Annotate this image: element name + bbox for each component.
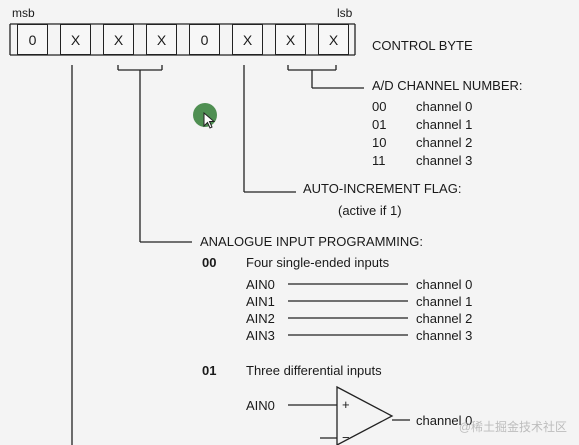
msb-label: msb	[12, 6, 35, 20]
analogue-title: ANALOGUE INPUT PROGRAMMING:	[200, 234, 423, 249]
mode00-desc: Four single-ended inputs	[246, 255, 390, 270]
ad-code-01: 01	[372, 117, 387, 132]
ain3-channel: channel 3	[416, 328, 473, 343]
ad-label-11: channel 3	[416, 153, 473, 168]
ain2-channel: channel 2	[416, 311, 473, 326]
opamp-plus: +	[342, 397, 350, 412]
opamp-minus: −	[342, 430, 350, 445]
control-byte-label: CONTROL BYTE	[372, 38, 473, 53]
ad-label-10: channel 2	[416, 135, 473, 150]
mouse-pointer-icon	[203, 112, 215, 129]
ad-code-00: 00	[372, 99, 387, 114]
diff-ain0-label: AIN0	[246, 398, 275, 413]
bit-7: 0	[17, 24, 48, 55]
ain0-label: AIN0	[246, 277, 275, 292]
opamp-triangle	[336, 385, 394, 445]
diff-channel-label: channel 0	[416, 413, 473, 428]
lsb-label: lsb	[337, 6, 353, 20]
bit-3: 0	[189, 24, 220, 55]
ad-channel-title: A/D CHANNEL NUMBER:	[372, 78, 523, 93]
ad-label-01: channel 1	[416, 117, 473, 132]
ad-code-10: 10	[372, 135, 387, 150]
autoinc-note: (active if 1)	[338, 203, 402, 218]
mode00-code: 00	[202, 255, 217, 270]
ad-label-00: channel 0	[416, 99, 473, 114]
watermark: @稀土掘金技术社区	[458, 420, 567, 434]
autoinc-title: AUTO-INCREMENT FLAG:	[303, 181, 462, 196]
mode01-desc: Three differential inputs	[246, 363, 382, 378]
ain0-channel: channel 0	[416, 277, 473, 292]
ain2-label: AIN2	[246, 311, 275, 326]
ain3-label: AIN3	[246, 328, 275, 343]
ain1-label: AIN1	[246, 294, 275, 309]
ad-code-11: 11	[372, 153, 386, 168]
mode01-code: 01	[202, 363, 217, 378]
bit-1: X	[275, 24, 306, 55]
ain1-channel: channel 1	[416, 294, 473, 309]
